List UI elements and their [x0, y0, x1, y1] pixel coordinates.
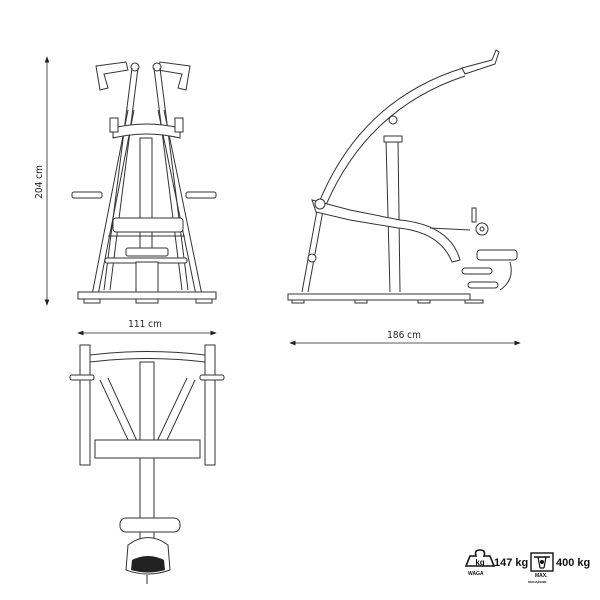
width-label: 111 cm — [128, 319, 162, 330]
weight-icon-label: kg — [475, 558, 484, 567]
max-load-icon — [530, 552, 554, 572]
max-load-value: 400 kg — [556, 557, 591, 569]
length-label: 186 cm — [387, 330, 421, 341]
max-load-sublabel: OBCIĄŻENIE — [528, 580, 547, 584]
height-label: 204 cm — [34, 165, 45, 199]
max-load-label: MAX. — [535, 573, 548, 579]
front-view — [71, 61, 217, 304]
weight-value: 147 kg — [494, 557, 529, 569]
width-dimension: 111 cm — [77, 319, 217, 336]
length-dimension: 186 cm — [289, 330, 521, 346]
weight-label: WAGA — [468, 571, 484, 577]
side-view — [287, 49, 518, 304]
weight-icon: kg — [464, 549, 496, 567]
height-dimension: 204 cm — [34, 56, 50, 306]
top-view — [69, 344, 225, 584]
